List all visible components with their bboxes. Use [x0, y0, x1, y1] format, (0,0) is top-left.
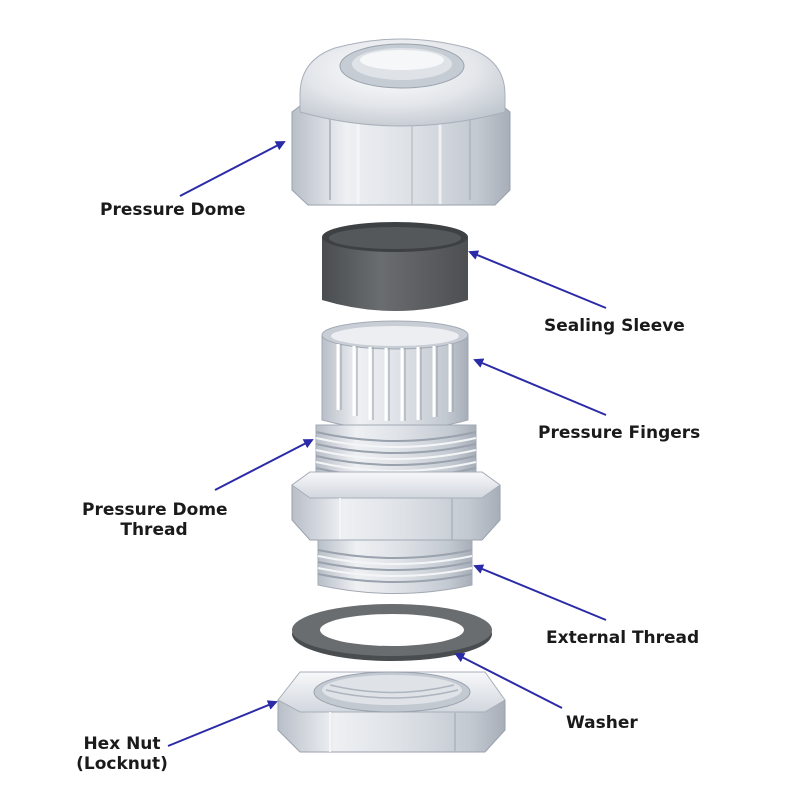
- arrow-washer: [454, 653, 563, 709]
- arrow-pressure-dome: [179, 141, 286, 197]
- arrow-external-thread: [473, 564, 607, 621]
- label-external-thread: External Thread: [546, 628, 700, 648]
- label-hex-nut-line1: Hex Nut: [83, 734, 161, 754]
- arrow-pressure-fingers: [473, 358, 607, 416]
- label-pressure-dome-thread: Pressure Dome Thread: [82, 500, 228, 540]
- label-washer: Washer: [566, 713, 638, 733]
- label-pressure-dome-thread-line1: Pressure Dome: [82, 500, 228, 520]
- callout-arrows: [167, 141, 607, 747]
- sealing-sleeve-part: [322, 222, 468, 311]
- label-pressure-dome: Pressure Dome: [100, 200, 246, 220]
- label-pressure-dome-thread-line2: Thread: [120, 520, 188, 540]
- pressure-dome-thread-part: [291, 424, 501, 541]
- washer-part: [292, 604, 492, 661]
- label-pressure-fingers: Pressure Fingers: [538, 423, 701, 443]
- arrow-sealing-sleeve: [468, 250, 607, 309]
- label-hex-nut-line2: (Locknut): [76, 754, 168, 774]
- label-sealing-sleeve: Sealing Sleeve: [544, 316, 685, 336]
- pressure-dome-part: [291, 38, 511, 206]
- label-hex-nut: Hex Nut (Locknut): [72, 734, 172, 774]
- hex-nut-part: [277, 671, 506, 753]
- external-thread-part: [317, 539, 473, 594]
- pressure-fingers-part: [321, 320, 469, 431]
- arrow-hex-nut: [167, 700, 278, 747]
- arrow-pressure-dome-thread: [214, 439, 314, 491]
